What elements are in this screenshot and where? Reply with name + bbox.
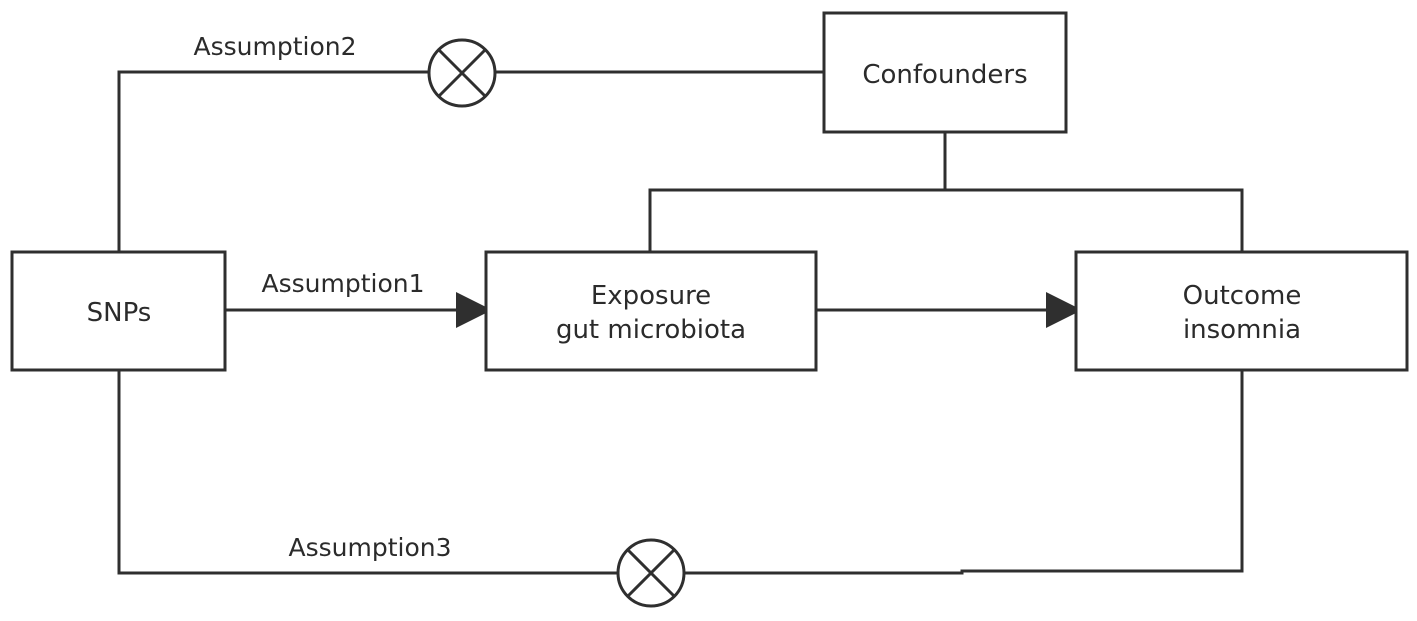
assumption1-label: Assumption1: [261, 269, 424, 298]
snps-label: SNPs: [87, 298, 152, 328]
outcome-label-line2: insomnia: [1183, 315, 1301, 345]
snps-node: [10, 250, 227, 372]
exposure-node: [484, 250, 818, 372]
exposure-label-line2: gut microbiota: [556, 315, 746, 345]
assumption3-label: Assumption3: [288, 533, 451, 562]
confounders-to-exposure-outcome-edge: [648, 132, 947, 252]
assumption3-edge: [117, 370, 1244, 575]
assumption2-edge: [117, 70, 824, 252]
exposure-label-line1: Exposure: [591, 281, 711, 311]
assumption2-label: Assumption2: [193, 32, 356, 61]
assumption2-circle-x-icon: [427, 38, 497, 108]
confounders-label: Confounders: [862, 60, 1027, 90]
confounders-to-outcome-edge: [945, 188, 1244, 252]
confounders-node: [822, 11, 1068, 134]
outcome-label-line1: Outcome: [1183, 281, 1302, 311]
assumption3-circle-x-icon: [616, 538, 686, 608]
outcome-node: [1074, 250, 1409, 372]
